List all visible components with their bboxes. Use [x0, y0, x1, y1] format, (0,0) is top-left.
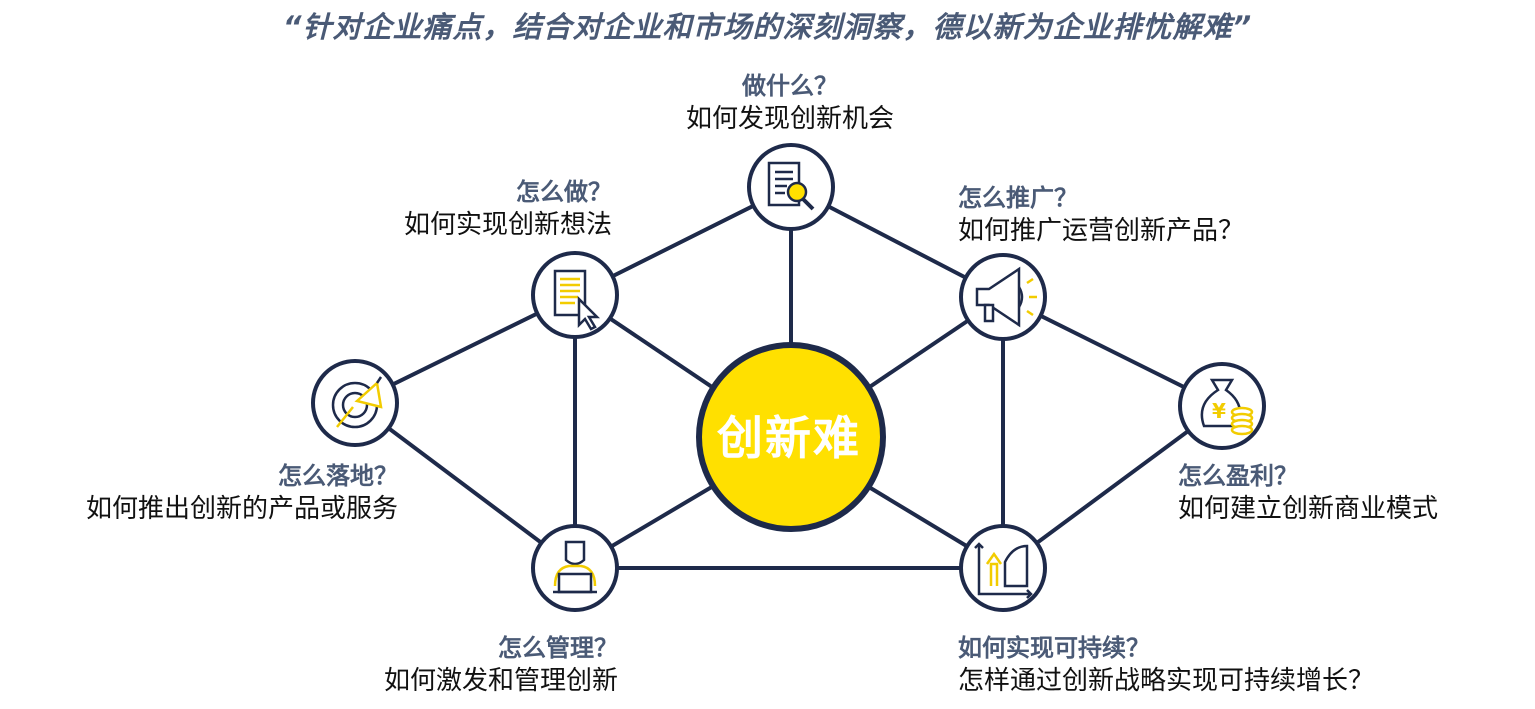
center-circle [696, 342, 886, 532]
question-promote: 怎么推广？ [958, 184, 1078, 212]
question-how: 怎么做？ [516, 178, 612, 206]
question-manage: 怎么管理？ [498, 634, 618, 662]
question-what: 做什么？ [742, 72, 838, 100]
node-profit: ¥ [1178, 362, 1266, 450]
label-land: 怎么落地？ 如何推出创新的产品或服务 [20, 460, 398, 526]
desc-what: 如何发现创新机会 [685, 104, 894, 134]
page-title: “针对企业痛点，结合对企业和市场的深刻洞察，德以新为企业排忧解难” [282, 10, 1253, 44]
label-profit: 怎么盈利？ 如何建立创新商业模式 [1178, 460, 1508, 526]
node-promote [959, 253, 1047, 341]
target-flag-icon [331, 376, 383, 429]
node-sustain [959, 524, 1047, 612]
megaphone-icon [975, 266, 1037, 328]
node-how [531, 251, 619, 339]
question-sustain: 如何实现可持续？ [958, 634, 1150, 662]
label-sustain: 如何实现可持续？ 怎样通过创新战略实现可持续增长？ [958, 632, 1498, 698]
center-label: 创新难 [717, 411, 861, 465]
node-manage [531, 524, 619, 612]
connector-line [1001, 404, 1224, 570]
label-promote: 怎么推广？ 如何推广运营创新产品？ [958, 182, 1298, 248]
question-profit: 怎么盈利？ [1178, 462, 1298, 490]
desc-promote: 如何推广运营创新产品？ [958, 216, 1245, 246]
money-bag-yen-icon: ¥ [1200, 378, 1254, 436]
document-search-icon [767, 161, 815, 211]
node-what [747, 143, 835, 231]
label-how: 怎么做？ 如何实现创新想法 [320, 176, 612, 242]
label-manage: 怎么管理？ 如何激发和管理创新 [300, 632, 618, 698]
desc-how: 如何实现创新想法 [403, 210, 612, 240]
desc-profit: 如何建立创新商业模式 [1178, 494, 1439, 524]
node-land [311, 359, 399, 447]
desc-manage: 如何激发和管理创新 [383, 666, 618, 696]
document-cursor-icon [553, 269, 601, 331]
question-land: 怎么落地？ [278, 462, 398, 490]
label-what: 做什么？ 如何发现创新机会 [640, 70, 940, 136]
desc-land: 如何推出创新的产品或服务 [85, 494, 398, 524]
connector-line [353, 401, 577, 570]
person-laptop-icon [553, 540, 597, 594]
growth-chart-icon [974, 542, 1033, 599]
svg-text:¥: ¥ [1212, 399, 1226, 423]
desc-sustain: 怎样通过创新战略实现可持续增长？ [958, 666, 1375, 696]
